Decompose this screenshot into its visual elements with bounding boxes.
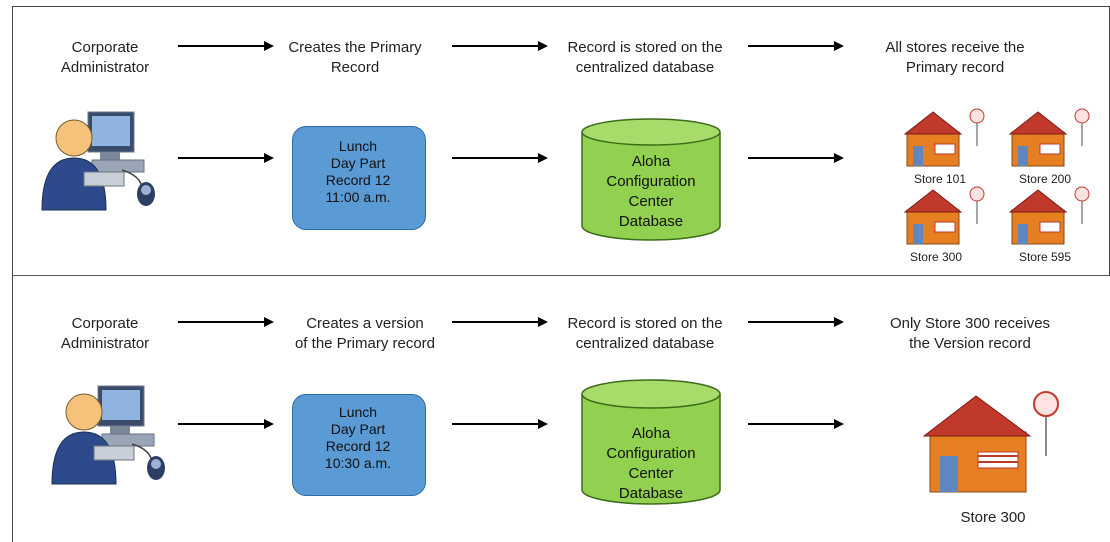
top-step4-label: All stores receive the Primary record bbox=[885, 39, 1025, 76]
top-arrow-label-1 bbox=[178, 41, 274, 51]
storefront-icon bbox=[1008, 186, 1090, 245]
bottom-actor-label: Corporate Administrator bbox=[60, 315, 150, 352]
bottom-record-box-label: Lunch Day Part Record 12 10:30 a.m. bbox=[324, 404, 392, 471]
bottom-step3-label: Record is stored on the centralized data… bbox=[567, 315, 723, 352]
top-step2-label: Creates the Primary Record bbox=[288, 39, 422, 76]
top-record-box bbox=[292, 126, 426, 230]
bottom-step4-label: Only Store 300 receives the Version reco… bbox=[889, 315, 1051, 352]
store-label: Store 300 bbox=[909, 250, 963, 264]
top-step3-label: Record is stored on the centralized data… bbox=[567, 39, 723, 76]
top-database-cylinder bbox=[581, 118, 721, 241]
store-label: Store 595 bbox=[1018, 250, 1072, 264]
storefront-icon bbox=[903, 108, 985, 167]
store-label: Store 200 bbox=[1018, 172, 1072, 186]
bottom-arrow-label-2 bbox=[452, 317, 548, 327]
bottom-arrow-label-1 bbox=[178, 317, 274, 327]
bottom-database-label: Aloha Configuration Center Database bbox=[606, 425, 696, 502]
bottom-step2-label: Creates a version of the Primary record bbox=[294, 315, 436, 352]
top-arrow-label-3 bbox=[748, 41, 844, 51]
top-arrow-3 bbox=[748, 153, 844, 163]
top-actor-label: Corporate Administrator bbox=[60, 39, 150, 76]
storefront-icon bbox=[1008, 108, 1090, 167]
bottom-arrow-3 bbox=[748, 419, 844, 429]
bottom-arrow-2 bbox=[452, 419, 548, 429]
store-label: Store 101 bbox=[913, 172, 967, 186]
bottom-record-box bbox=[292, 394, 426, 496]
top-arrow-1 bbox=[178, 153, 274, 163]
top-arrow-2 bbox=[452, 153, 548, 163]
bottom-administrator-icon bbox=[51, 385, 165, 485]
storefront-icon bbox=[922, 391, 1059, 493]
storefront-icon bbox=[903, 186, 985, 245]
top-record-box-label: Lunch Day Part Record 12 11:00 a.m. bbox=[325, 138, 391, 205]
top-administrator-icon bbox=[41, 111, 155, 211]
bottom-arrow-label-3 bbox=[748, 317, 844, 327]
bottom-database-cylinder bbox=[581, 379, 721, 505]
bottom-store-label: Store 300 bbox=[960, 509, 1026, 526]
top-arrow-label-2 bbox=[452, 41, 548, 51]
top-database-label: Aloha Configuration Center Database bbox=[606, 153, 696, 230]
bottom-arrow-1 bbox=[178, 419, 274, 429]
bottom-panel bbox=[12, 276, 1110, 542]
